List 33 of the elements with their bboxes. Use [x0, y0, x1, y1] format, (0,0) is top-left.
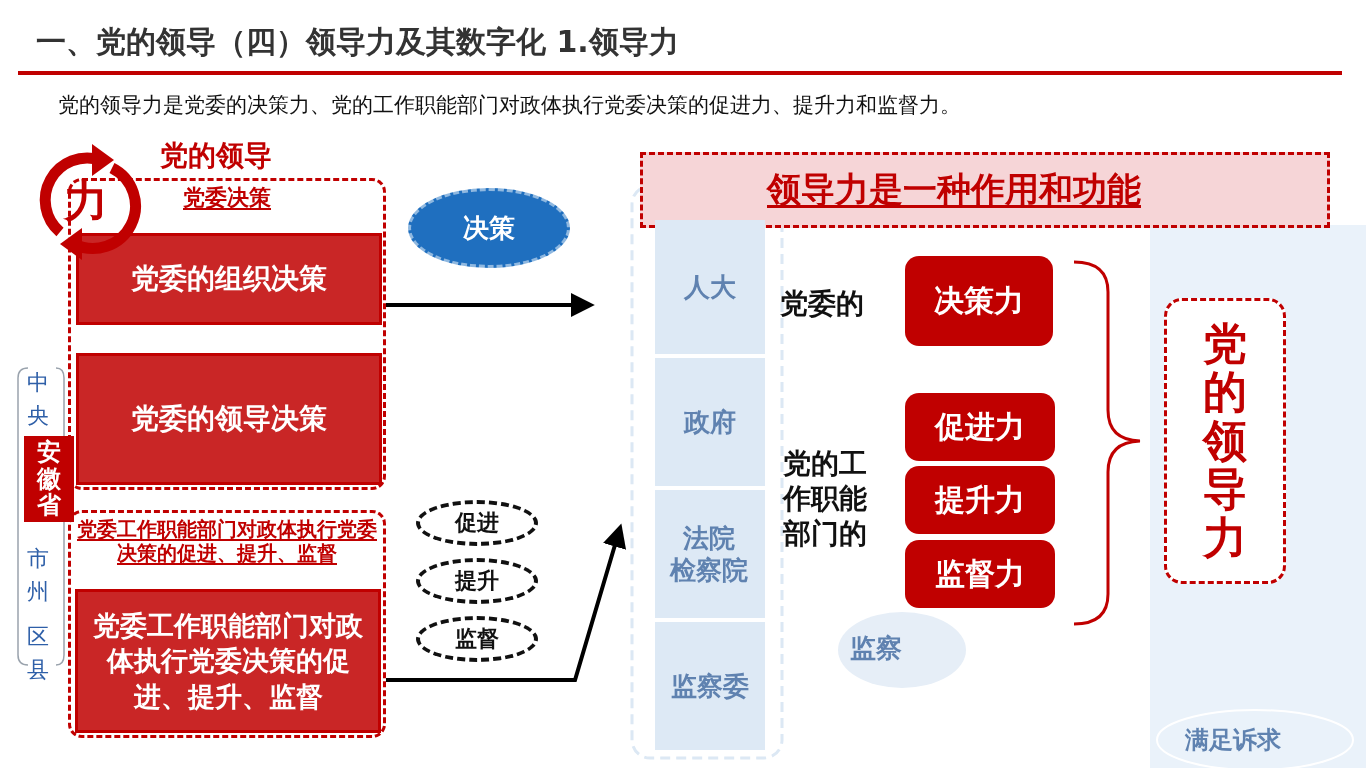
arrow	[386, 293, 595, 317]
ability-box: 提升力	[905, 466, 1055, 534]
dashed-ellipse: 提升	[416, 558, 538, 604]
dashed-result-box: 党的领导力	[1164, 298, 1286, 584]
faded-system-box: 政府	[655, 358, 765, 486]
faded-system-box: 监察委	[655, 622, 765, 750]
level-label: 中央	[27, 369, 49, 430]
level-label: 区县	[27, 623, 49, 684]
faded-system-box: 法院检察院	[655, 490, 765, 618]
dashed-ellipse: 促进	[416, 500, 538, 546]
faded-label: 满足诉求	[1185, 725, 1281, 755]
decision-box: 党委的领导决策	[76, 353, 382, 485]
ability-box: 促进力	[905, 393, 1055, 461]
row-label: 党委的	[780, 286, 864, 321]
arrow	[386, 523, 627, 682]
row-label: 党的工作职能部门的	[783, 446, 868, 551]
function-box: 党委工作职能部门对政体执行党委决策的促进、提升、监督	[75, 589, 381, 733]
group-heading: 党的领导	[160, 138, 272, 173]
summary-sentence: 党的领导力是党委的决策力、党的工作职能部门对政体执行党委决策的促进力、提升力和监督力。	[58, 92, 961, 119]
level-box: 安徽省	[24, 436, 74, 522]
decision-box: 党委的组织决策	[76, 233, 382, 325]
faded-label: 监察	[850, 632, 902, 665]
faded-system-box: 人大	[655, 220, 765, 354]
ability-box: 决策力	[905, 256, 1053, 346]
decision-ellipse: 决策	[408, 188, 570, 268]
slide-title: 一、党的领导（四）领导力及其数字化 1.领导力	[36, 23, 679, 61]
section-heading: 党委决策	[182, 185, 272, 212]
dashed-ellipse: 监督	[416, 616, 538, 662]
section-heading: 党委工作职能部门对政体执行党委决策的促进、提升、监督	[77, 517, 377, 565]
heading-banner: 领导力是一种作用和功能	[640, 152, 1330, 228]
ability-box: 监督力	[905, 540, 1055, 608]
dashed-group-box	[68, 510, 386, 738]
level-label: 市州	[27, 545, 49, 606]
